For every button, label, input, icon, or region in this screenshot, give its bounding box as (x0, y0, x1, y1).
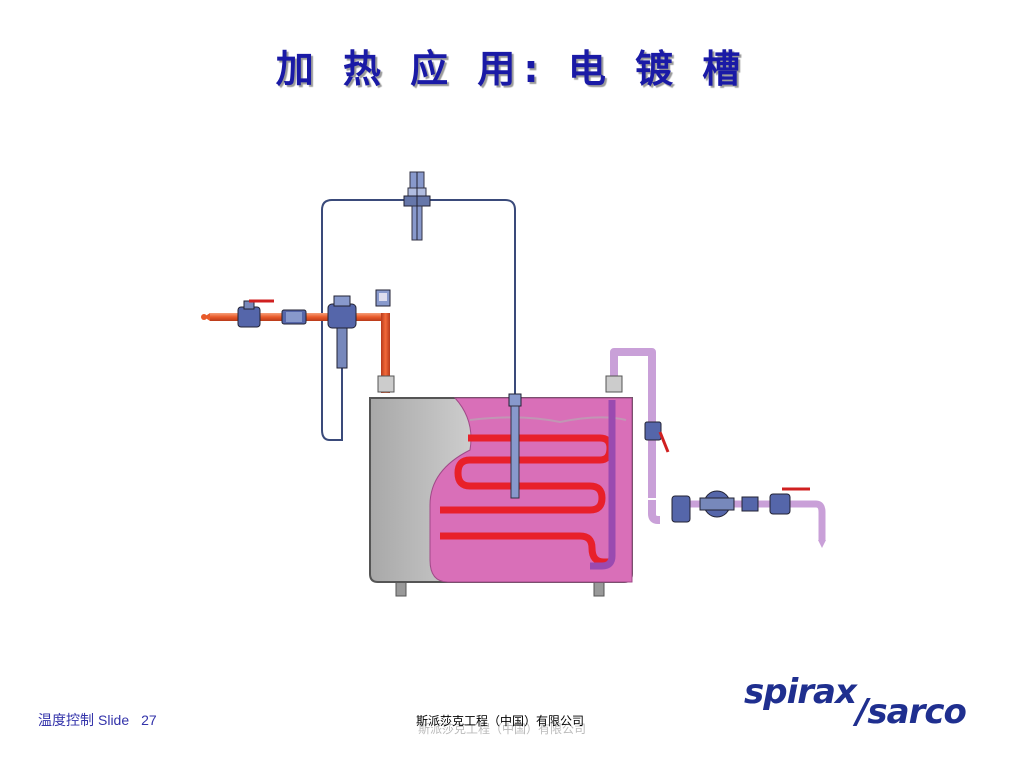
condensate-isolation-valve-icon (769, 487, 810, 515)
check-valve-icon (644, 421, 670, 453)
footer-slide-label: Slide (98, 712, 130, 728)
steam-trap-icon (699, 490, 735, 518)
strainer-icon (281, 309, 307, 325)
sight-glass-icon (741, 496, 759, 512)
spirax-sarco-logo: spirax /sarco (740, 672, 980, 732)
footer-slide-number: 27 (141, 712, 157, 728)
steam-supply-pipe (201, 313, 390, 393)
air-vent-icon (375, 289, 391, 307)
footer-topic: 温度控制 (38, 713, 94, 729)
footer-company: 斯派莎克工程（中国）有限公司 (415, 714, 584, 728)
temperature-controller-head (403, 171, 431, 241)
temperature-sensor-probe (508, 393, 522, 499)
logo-line1: spirax (744, 672, 857, 712)
steam-isolation-valve-icon (237, 299, 274, 328)
condensate-outlet-arrow-icon (818, 540, 826, 548)
logo-line2: /sarco (856, 692, 967, 732)
condensate-strainer-icon (671, 495, 691, 523)
footer-company-shadow: 斯派莎克工程（中国）有限公司 (417, 722, 586, 736)
steam-inlet-arrow-icon (201, 314, 207, 320)
page-title: 加 热 应 用: 电 镀 槽 (275, 47, 749, 91)
control-valve-icon (327, 295, 357, 369)
tank-inlet-connector (377, 375, 395, 393)
